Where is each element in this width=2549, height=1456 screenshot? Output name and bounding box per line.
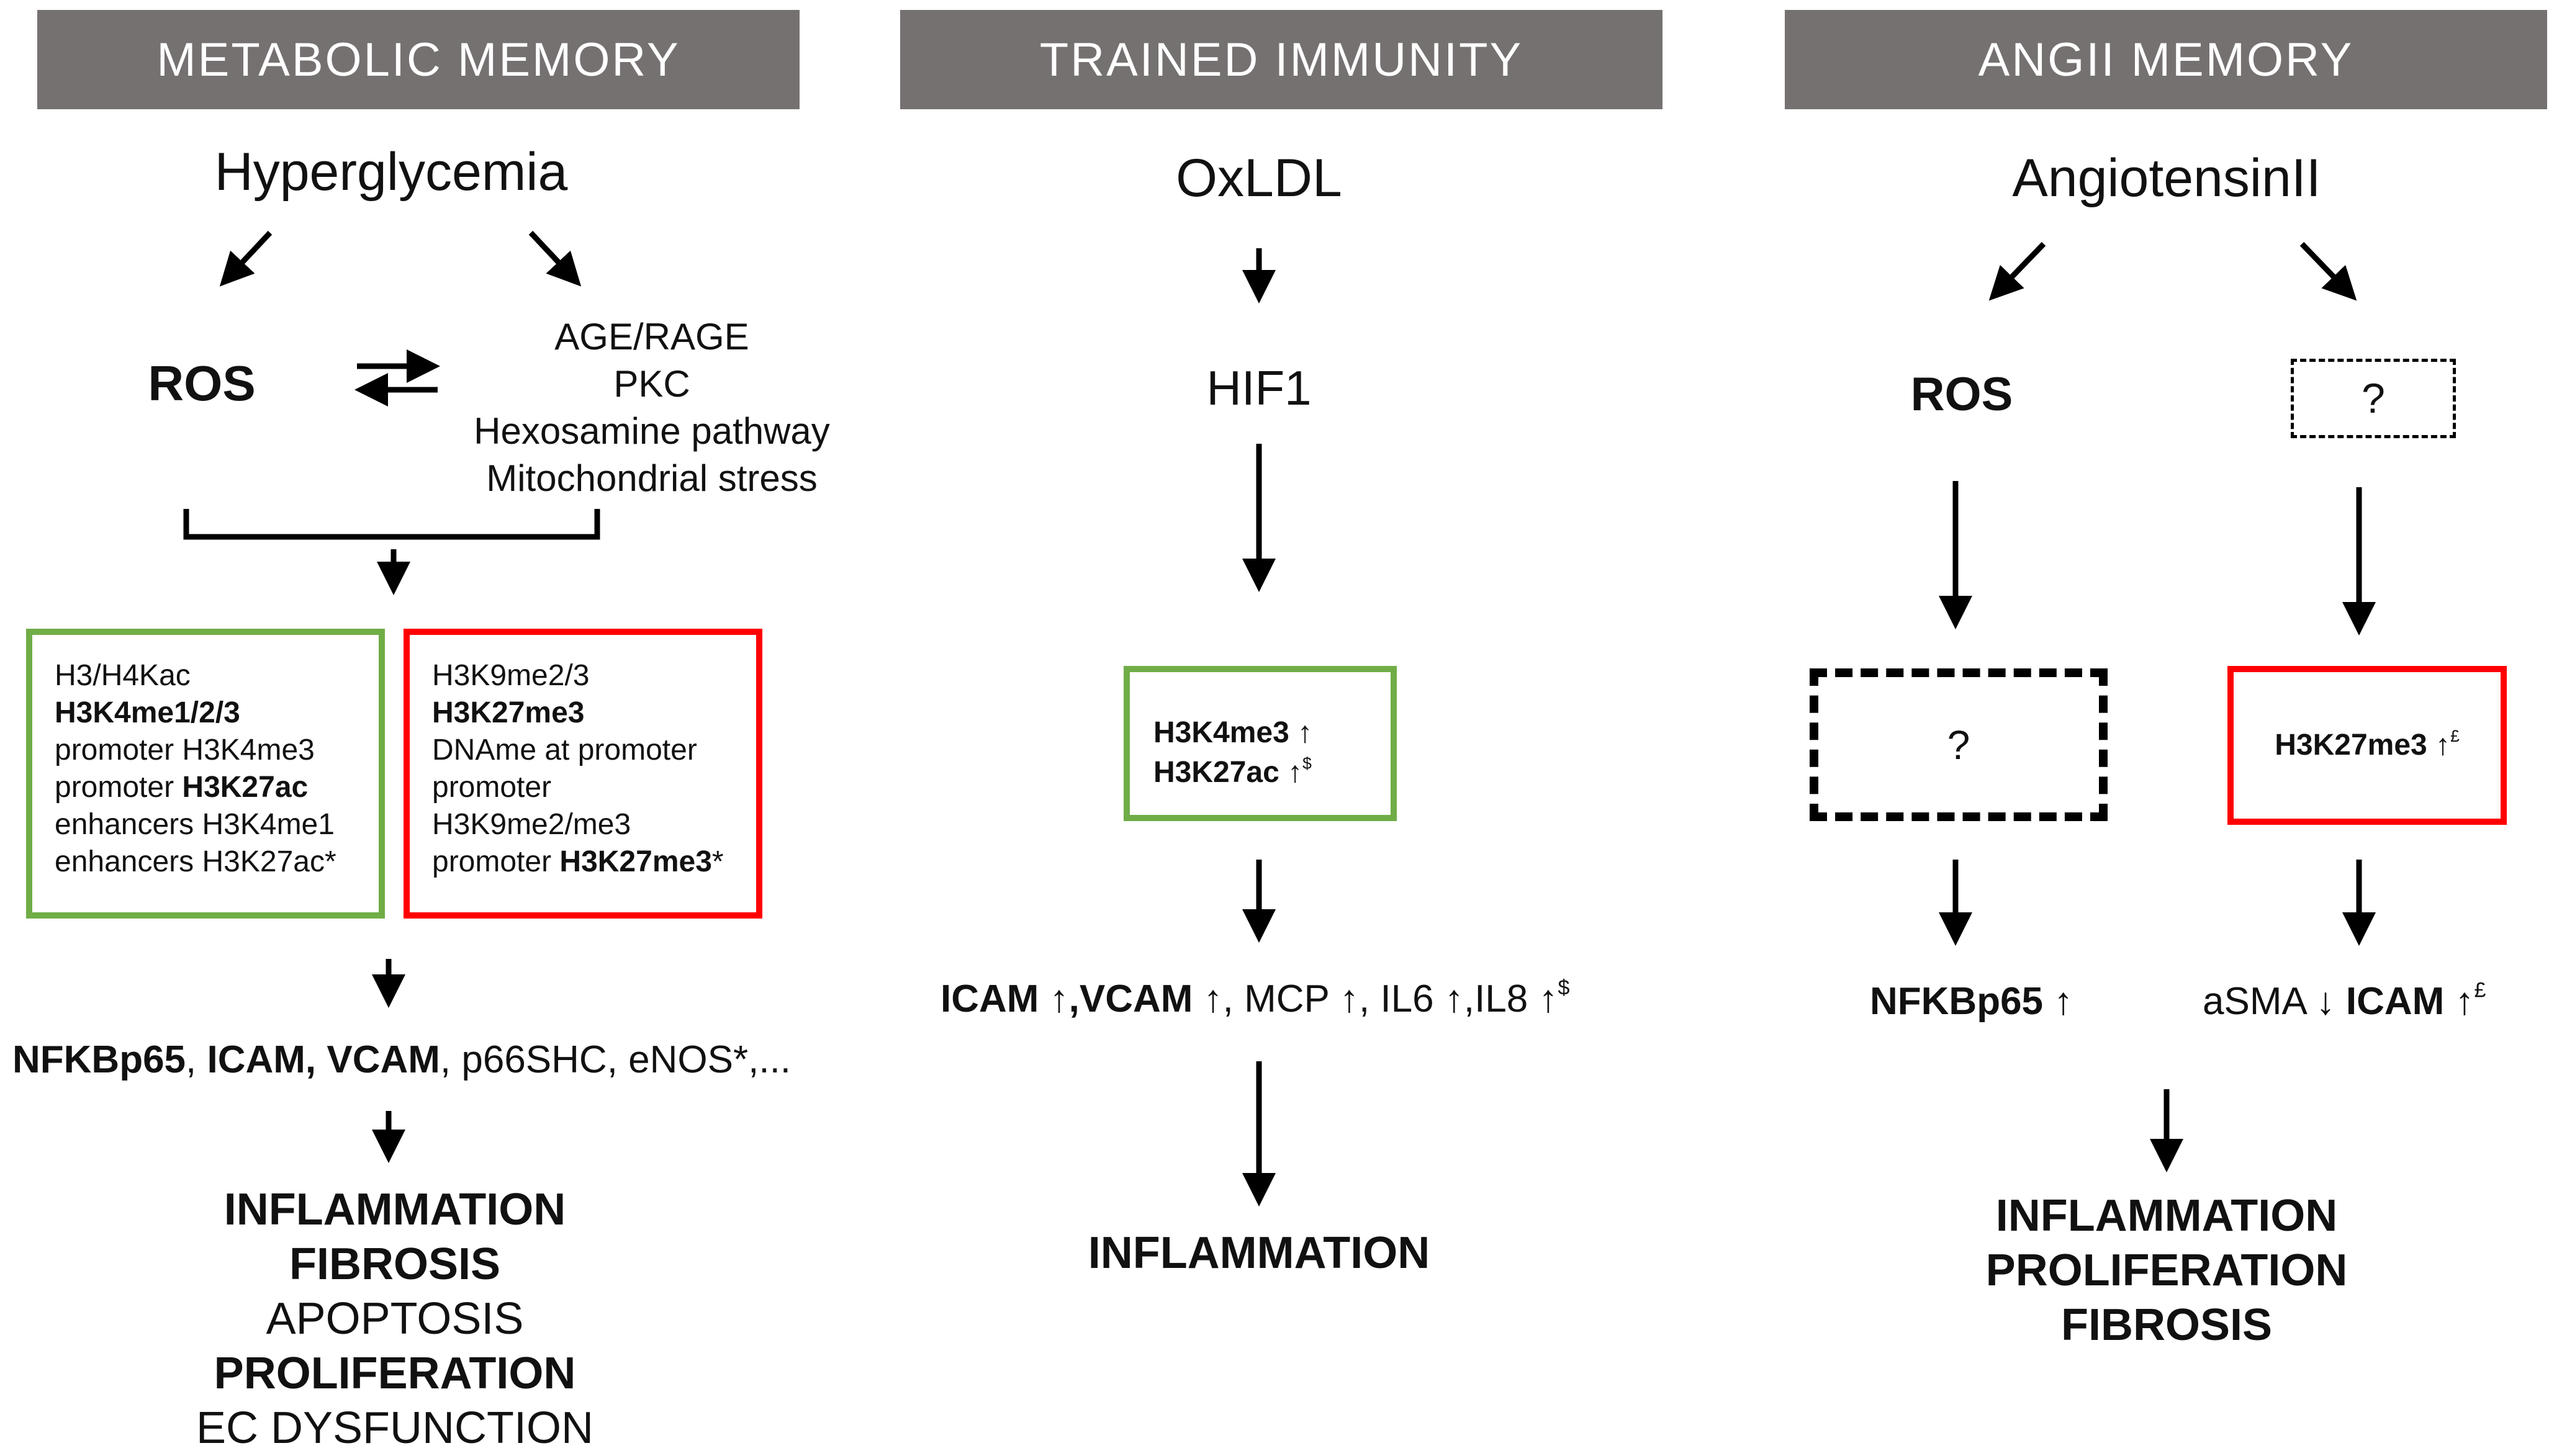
green-box-text: H3K4me1/2/3	[55, 696, 240, 729]
angii-outcomes: INFLAMMATION PROLIFERATION FIBROSIS	[1918, 1189, 2415, 1352]
target-gene: ICAM, VCAM	[207, 1038, 440, 1081]
outcome-item: FIBROSIS	[2060, 1300, 2273, 1350]
unknown-epigenetic-label: ?	[1947, 722, 1970, 768]
outcome-item: APOPTOSIS	[266, 1294, 524, 1344]
red-box-angii-text: H3K27me3	[2275, 729, 2427, 762]
green-box-text: promoter H3K4me3	[55, 734, 315, 766]
green-box-trained-line: H3K4me3 ↑	[1153, 713, 1391, 753]
red-box-line: promoter	[432, 769, 756, 806]
pathway-item: AGE/RAGE	[554, 316, 749, 357]
green-box-line: enhancers H3K27ac*	[55, 843, 379, 881]
arrow-angii-to-unknown	[2299, 241, 2357, 301]
red-box-angii-text: ↑	[2427, 729, 2451, 762]
red-box-angii: H3K27me3 ↑£	[2227, 666, 2507, 825]
header-metabolic-memory: METABOLIC MEMORY	[37, 10, 800, 109]
red-box-angii-content: H3K27me3 ↑£	[2275, 727, 2460, 764]
ros-label: ROS	[148, 356, 256, 411]
target-gene: £	[2474, 978, 2486, 1002]
target-gene: ICAM ↑	[2345, 980, 2475, 1023]
target-gene: NFKBp65	[1870, 980, 2044, 1023]
hif1-label: HIF1	[1206, 361, 1312, 415]
arrow-hyperglycemia-to-ros	[219, 230, 273, 287]
arrow-angii-to-ros	[1988, 241, 2046, 301]
red-box-text: DNAme at promoter	[432, 734, 697, 766]
red-box-line: DNAme at promoter	[432, 732, 756, 769]
trained-outcomes: INFLAMMATION	[1011, 1226, 1507, 1280]
red-box-line: H3K9me2/3	[432, 657, 756, 694]
green-box-text: promoter	[55, 771, 183, 804]
red-box-text: H3K9me2/3	[432, 659, 590, 692]
green-box-text: enhancers H3K27ac*	[55, 845, 336, 878]
outcome-item: PROLIFERATION	[1985, 1246, 2348, 1295]
target-gene: $	[1558, 976, 1570, 1000]
green-box-trained-text: ↑	[1289, 716, 1313, 749]
red-box-line: promoter H3K27me3*	[432, 843, 756, 881]
green-box-text: H3K27ac	[182, 771, 309, 804]
target-gene: ICAM ↑,VCAM ↑	[941, 977, 1223, 1020]
green-box-line: promoter H3K4me3	[55, 732, 379, 769]
outcome-item: INFLAMMATION	[223, 1185, 566, 1234]
header-angii-memory: ANGII MEMORY	[1785, 10, 2547, 109]
green-box-trained-text: $	[1302, 753, 1312, 773]
unknown-mediator-label: ?	[2362, 375, 2385, 422]
green-box-line: H3/H4Kac	[55, 657, 379, 694]
pathway-item: Hexosamine pathway	[474, 410, 830, 452]
target-gene: aSMA ↓	[2203, 980, 2346, 1023]
pathway-item: PKC	[613, 363, 690, 405]
green-box-line: H3K4me1/2/3	[55, 694, 379, 732]
outcome-item: INFLAMMATION	[1088, 1228, 1430, 1278]
arrow-hyperglycemia-to-pathways	[528, 230, 582, 287]
green-box-trained-line: H3K27ac ↑$	[1153, 753, 1391, 793]
asma-icam-target: aSMA ↓ ICAM ↑£	[2203, 979, 2486, 1023]
target-gene: , p66SHC, eNOS*,...	[440, 1038, 792, 1081]
green-box-line: enhancers H3K4me1	[55, 806, 379, 843]
trigger-angiotensinii: AngiotensinII	[2012, 148, 2321, 208]
trained-target-genes: ICAM ↑,VCAM ↑, MCP ↑, IL6 ↑,IL8 ↑$	[941, 977, 1569, 1021]
bracket	[183, 509, 600, 540]
nfkb-target: NFKBp65 ↑	[1870, 979, 2073, 1023]
red-box-line: H3K9me2/me3	[432, 806, 756, 843]
outcome-item: PROLIFERATION	[214, 1349, 576, 1398]
trigger-oxldl: OxLDL	[1176, 148, 1342, 208]
ros-label-angii: ROS	[1910, 368, 2013, 421]
red-box-angii-line: H3K27me3 ↑£	[2275, 727, 2460, 764]
green-box-trained-content: H3K4me3 ↑H3K27ac ↑$	[1153, 713, 1391, 793]
green-box-text: enhancers H3K4me1	[55, 808, 335, 841]
red-box-text: H3K9me2/me3	[432, 808, 631, 841]
red-box-text: *	[711, 845, 724, 878]
red-box-text: H3K27me3	[432, 696, 585, 729]
trigger-hyperglycemia: Hyperglycemia	[214, 142, 568, 202]
unknown-epigenetic-box: ?	[1810, 668, 2108, 821]
target-gene: ↑	[2043, 980, 2073, 1023]
unknown-mediator-box: ?	[2291, 359, 2456, 438]
outcome-item: EC DYSFUNCTION	[196, 1403, 594, 1453]
pathway-item: Mitochondrial stress	[486, 457, 818, 499]
green-box-text: H3/H4Kac	[55, 659, 191, 692]
red-box-line: H3K27me3	[432, 694, 756, 732]
red-box-text: H3K27me3	[559, 845, 712, 878]
outcome-item: FIBROSIS	[289, 1239, 501, 1289]
green-box-trained-text: H3K4me3	[1153, 716, 1289, 749]
red-box-text: promoter	[432, 845, 560, 878]
outcome-item: INFLAMMATION	[1995, 1191, 2338, 1241]
green-box-line: promoter H3K27ac	[55, 769, 379, 806]
red-box-angii-text: £	[2450, 726, 2460, 745]
header-trained-immunity: TRAINED IMMUNITY	[900, 10, 1662, 109]
metabolic-target-genes: NFKBp65, ICAM, VCAM, p66SHC, eNOS*,...	[12, 1038, 791, 1082]
target-gene: NFKBp65	[12, 1038, 186, 1081]
green-box-trained: H3K4me3 ↑H3K27ac ↑$	[1124, 666, 1397, 821]
target-gene: , MCP ↑, IL6 ↑,IL8 ↑	[1222, 977, 1558, 1020]
green-box-trained-text: H3K27ac	[1153, 756, 1279, 789]
target-gene: ,	[186, 1038, 207, 1081]
green-box-trained-text: ↑	[1279, 756, 1303, 789]
red-box-text: promoter	[432, 771, 552, 804]
